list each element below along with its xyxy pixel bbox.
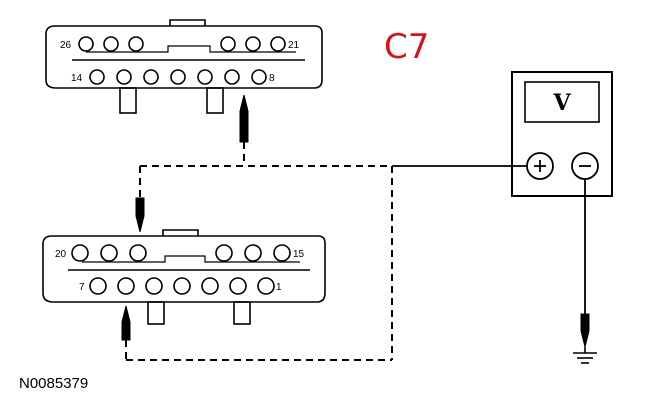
connector-top-tab-right (206, 87, 224, 114)
pin (100, 244, 118, 262)
pin (245, 36, 261, 52)
pin-label-21: 21 (288, 40, 300, 51)
connector-top-keyway (86, 45, 296, 53)
connector-bottom-body (42, 235, 326, 303)
pin (273, 244, 291, 262)
pin (71, 244, 89, 262)
pin (143, 69, 159, 85)
probe-tip-icon (121, 305, 131, 341)
pin-label-1: 1 (276, 282, 282, 293)
meter-display-unit: V (552, 90, 571, 116)
connector-top-body (45, 25, 323, 89)
pin (170, 69, 186, 85)
connector-bottom-keyway (82, 255, 300, 263)
pin-label-15: 15 (293, 249, 305, 260)
pin (128, 36, 144, 52)
pin-label-7: 7 (79, 282, 85, 293)
connector-top-pins-upper (78, 36, 286, 52)
connector-bottom (42, 229, 326, 325)
figure-id: N0085379 (19, 375, 88, 392)
pin (116, 69, 132, 85)
connector-top-pins-lower (89, 69, 267, 85)
pin (78, 36, 94, 52)
ground-symbol-icon (573, 347, 597, 364)
pin (197, 69, 213, 85)
pin-label-20: 20 (55, 249, 67, 260)
connector-top-latch (169, 19, 206, 26)
connector-top-tab-left (119, 87, 137, 114)
pin (220, 36, 236, 52)
pin (103, 36, 119, 52)
connector-bottom-tab-right (233, 301, 251, 325)
connector-bottom-tab-left (147, 301, 165, 325)
pin (129, 244, 147, 262)
pin (89, 277, 107, 295)
pin (224, 69, 240, 85)
handwritten-note: C7 (384, 27, 429, 67)
pin (201, 277, 219, 295)
pin-label-26: 26 (60, 40, 72, 51)
connector-top (45, 19, 323, 114)
connector-bottom-pins-upper (71, 244, 291, 262)
pin (257, 277, 275, 295)
multimeter-body (511, 71, 613, 197)
multimeter-display (524, 81, 600, 123)
pin-label-14: 14 (71, 73, 83, 84)
pin (173, 277, 191, 295)
pin (229, 277, 247, 295)
probe-tip-icon (135, 197, 145, 233)
pin (145, 277, 163, 295)
connector-bottom-latch (162, 229, 199, 236)
probe-tips (121, 94, 590, 348)
pin (117, 277, 135, 295)
connector-bottom-pins-lower (89, 277, 275, 295)
pin (89, 69, 105, 85)
pin (251, 69, 267, 85)
pin-label-8: 8 (269, 73, 275, 84)
probe-leads (125, 142, 586, 361)
probe-tip-icon (580, 313, 590, 348)
pin (215, 244, 233, 262)
pin (244, 244, 262, 262)
probe-tip-icon (239, 94, 249, 143)
pin (270, 36, 286, 52)
